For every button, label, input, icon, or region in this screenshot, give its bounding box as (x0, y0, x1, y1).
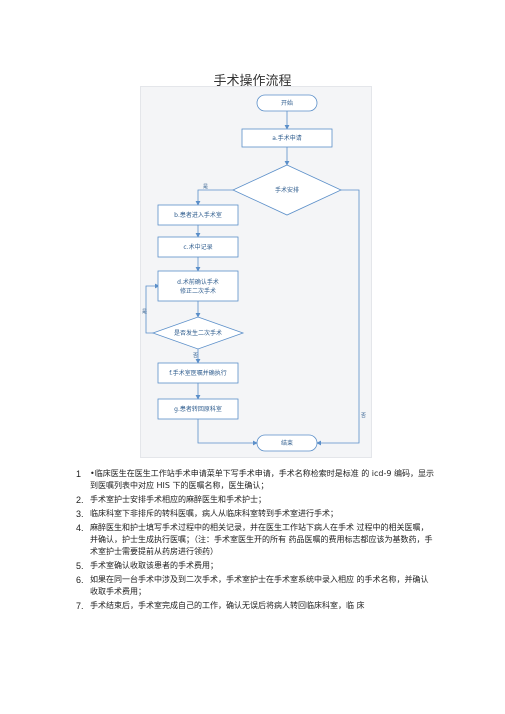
step-text: 手术室确认收取该患者的手术费用； (90, 561, 218, 570)
charge-node (157, 362, 239, 384)
enter-node (157, 204, 239, 226)
step-text: 临床科室下非排斥的转科医嘱，病人从临床科室转到手术室进行手术； (90, 509, 338, 518)
apply-text: a.手术申请 (272, 134, 302, 142)
charge-text: f.手术室医嘱并确执行 (169, 369, 227, 377)
second-op-decision (151, 316, 245, 350)
branch-label-yes-2: 是 (142, 309, 147, 315)
step-number: 5. (76, 561, 84, 571)
step-number: 1 (76, 469, 82, 479)
step-item: 5. 手术室确认收取该患者的手术费用； (76, 560, 436, 572)
flowchart-panel: 开始 a.手术申请 手术安排 b.患者进入手术室 c.术中记录 d.术前确认手术… (140, 86, 372, 458)
start-node (256, 94, 318, 112)
step-item: 3. 临床科室下非排斥的转科医嘱，病人从临床科室转到手术室进行手术； (76, 508, 436, 520)
enter-text: b.患者进入手术室 (174, 211, 222, 219)
step-number: 2. (76, 495, 84, 505)
step-text: 手术室护士安排手术相应的麻醉医生和手术护士； (90, 495, 266, 504)
record-node (157, 236, 239, 258)
step-text: 手术结束后，手术室完成自己的工作，确认无误后将病人转回临床科室，临 床 (90, 601, 365, 610)
apply-node (241, 128, 333, 148)
page-title: 手术操作流程 (213, 74, 292, 89)
record-text: c.术中记录 (183, 243, 212, 251)
confirm-node (157, 270, 239, 302)
step-item: 1 •临床医生在医生工作站手术申请菜单下写手术申请，手术名称检索时是标准 的 i… (76, 468, 436, 492)
return-node (157, 398, 239, 420)
step-number: 6. (76, 575, 84, 585)
return-text: g.患者转回原科室 (174, 405, 222, 413)
second-op-text: 是否发生二次手术 (174, 329, 222, 337)
step-text: •临床医生在医生工作站手术申请菜单下写手术申请，手术名称检索时是标准 的 icd… (90, 469, 435, 490)
step-number: 3. (76, 509, 84, 519)
step-text: 麻醉医生和护士填写手术过程中的相关记录，并在医生工作站下病人在手术 过程中的相关… (90, 523, 433, 556)
step-item: 7. 手术结束后，手术室完成自己的工作，确认无误后将病人转回临床科室，临 床 (76, 600, 436, 612)
step-number: 4. (76, 523, 84, 533)
branch-label-yes-1: 是 (203, 184, 208, 190)
start-text: 开始 (281, 99, 293, 107)
branch-label-no-1: 否 (361, 413, 366, 419)
confirm-text-line2: 修正二次手术 (180, 287, 216, 295)
steps-list: 1 •临床医生在医生工作站手术申请菜单下写手术申请，手术名称检索时是标准 的 i… (76, 468, 436, 614)
confirm-text-line1: d.术前确认手术 (177, 278, 219, 286)
step-number: 7. (76, 601, 84, 611)
step-item: 6. 如果在同一台手术中涉及到二次手术，手术室护士在手术室系统中录入相应 的手术… (76, 574, 436, 598)
flow-connectors (145, 111, 360, 446)
branch-label-no-2: 否 (193, 353, 198, 359)
step-text: 如果在同一台手术中涉及到二次手术，手术室护士在手术室系统中录入相应 的手术名称，… (90, 575, 429, 596)
step-item: 4. 麻醉医生和护士填写手术过程中的相关记录，并在医生工作站下病人在手术 过程中… (76, 522, 436, 558)
end-text: 结束 (281, 439, 293, 447)
arrange-text: 手术安排 (275, 186, 299, 194)
arrange-decision (232, 164, 342, 216)
flowchart-diagram: 开始 a.手术申请 手术安排 b.患者进入手术室 c.术中记录 d.术前确认手术… (142, 94, 366, 452)
end-node (256, 434, 318, 452)
step-item: 2. 手术室护士安排手术相应的麻醉医生和手术护士； (76, 494, 436, 506)
